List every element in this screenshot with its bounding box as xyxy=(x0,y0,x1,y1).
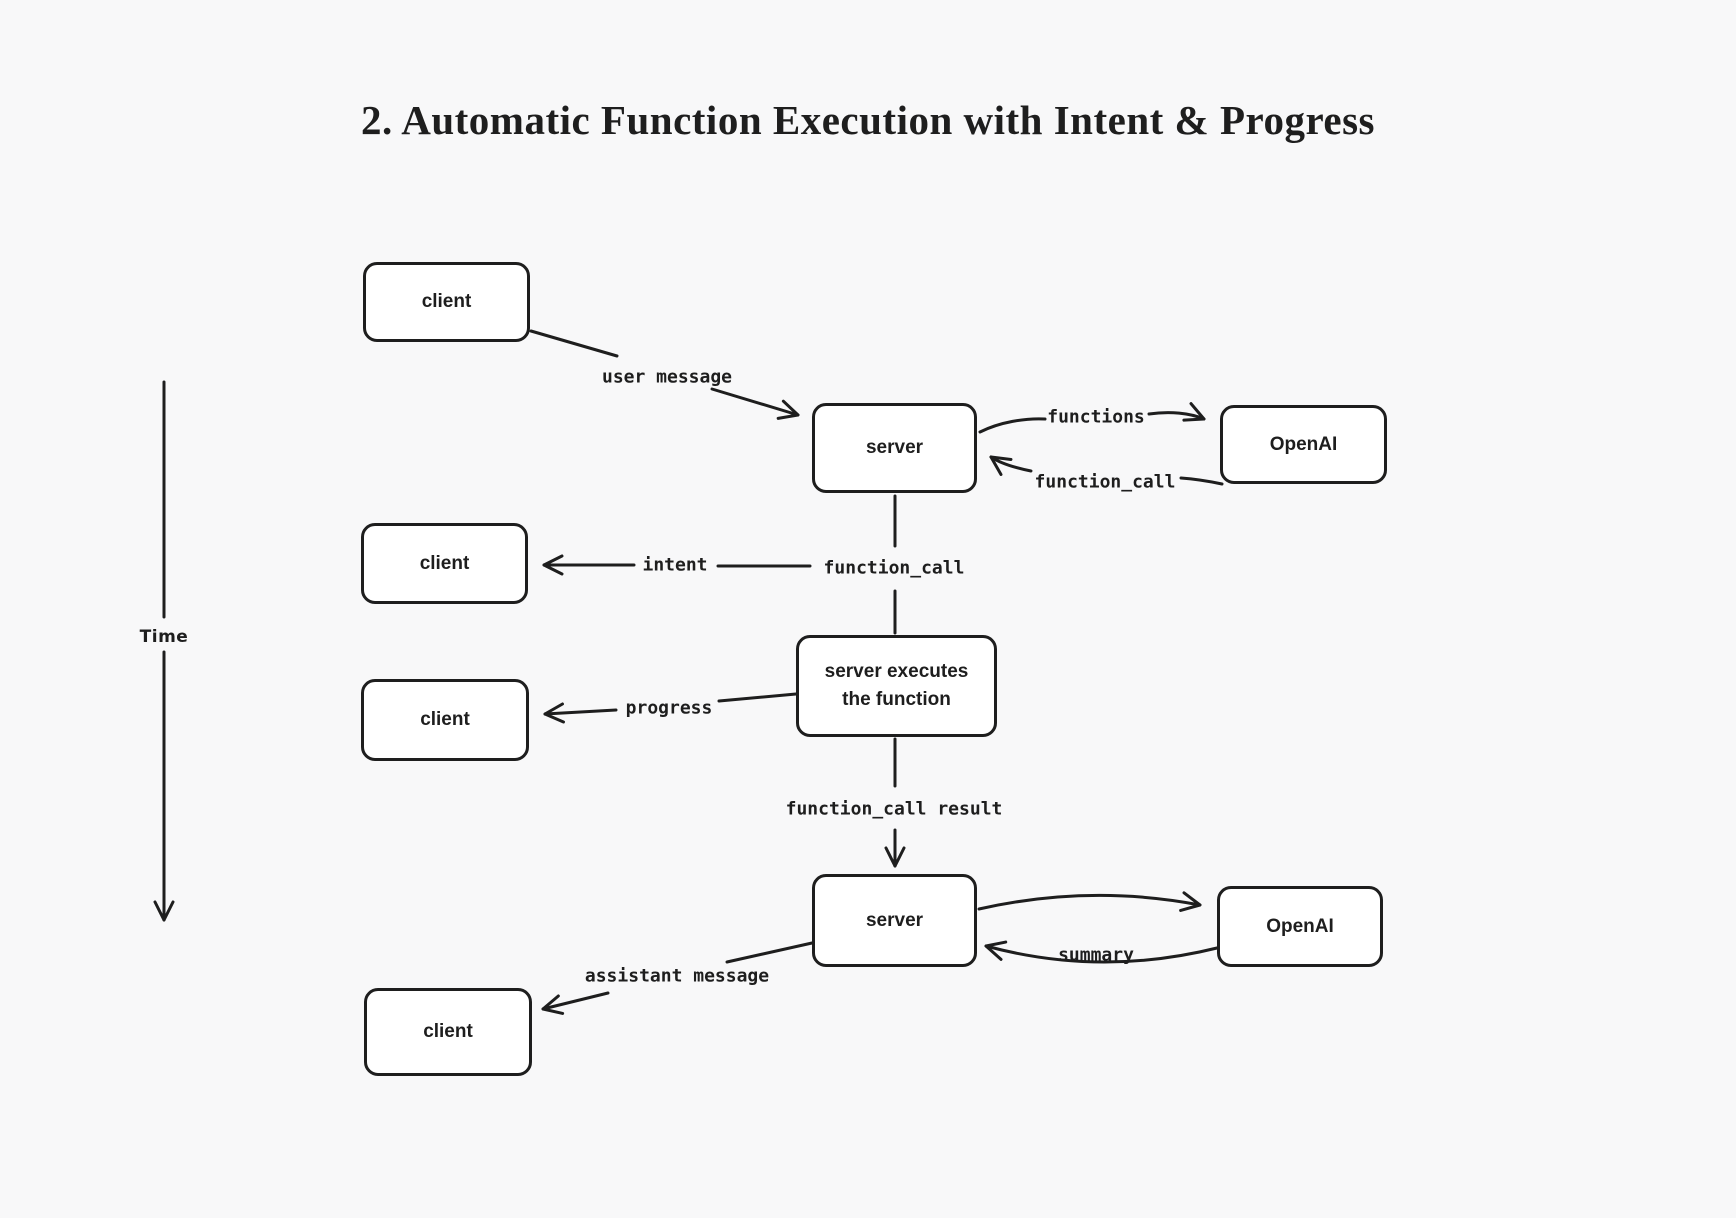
node-server-2: server xyxy=(812,874,977,967)
edge-label-user-message: user message xyxy=(601,366,733,388)
edge-functions-seg1 xyxy=(978,417,1047,434)
time-axis-label: Time xyxy=(139,627,189,647)
node-client-2-label: client xyxy=(419,552,470,574)
node-openai-1-label: OpenAI xyxy=(1269,433,1338,455)
diagram-title: 2. Automatic Function Execution with Int… xyxy=(360,97,1376,143)
node-client-2: client xyxy=(361,523,528,604)
edge-label-function-call-result: function_call result xyxy=(785,798,1003,820)
node-client-4-label: client xyxy=(423,1021,473,1042)
node-server-executes-label: server executes the function xyxy=(824,661,969,710)
edge-label-intent: intent xyxy=(642,554,708,576)
node-server-2-label: server xyxy=(865,909,924,931)
node-server-executes: server executes the function xyxy=(796,635,997,737)
node-client-4: client xyxy=(364,988,532,1076)
node-server-1-label: server xyxy=(865,437,924,458)
edge-summary-to-server xyxy=(984,940,1219,964)
edge-label-function-call-return: function_call xyxy=(1034,471,1176,493)
edge-label-function-call-down: function_call xyxy=(823,557,965,579)
edge-user-message-seg1 xyxy=(529,329,619,358)
node-server-1: server xyxy=(812,403,977,493)
edge-summary-to-openai xyxy=(977,891,1202,912)
node-client-1: client xyxy=(363,262,530,342)
edge-assistant-message-seg2 xyxy=(541,991,610,1015)
node-openai-2-label: OpenAI xyxy=(1266,915,1334,937)
edge-functions-seg2 xyxy=(1147,402,1206,422)
node-client-3: client xyxy=(361,679,529,761)
edge-progress-seg2 xyxy=(543,702,618,724)
edge-label-progress: progress xyxy=(625,697,713,719)
edge-label-assistant-message: assistant message xyxy=(584,965,770,987)
node-openai-2: OpenAI xyxy=(1217,886,1383,967)
node-openai-1: OpenAI xyxy=(1220,405,1387,484)
edge-progress-seg1 xyxy=(717,692,798,703)
node-client-3-label: client xyxy=(420,709,470,730)
edge-assistant-message-seg1 xyxy=(725,941,814,964)
edge-label-functions: functions xyxy=(1047,406,1145,428)
edge-label-summary: summary xyxy=(1058,944,1134,966)
edge-function-call-return-seg2 xyxy=(989,455,1033,476)
node-client-1-label: client xyxy=(421,291,472,312)
edge-user-message-seg2 xyxy=(710,387,800,420)
edge-function-call-return-seg1 xyxy=(1179,476,1224,486)
